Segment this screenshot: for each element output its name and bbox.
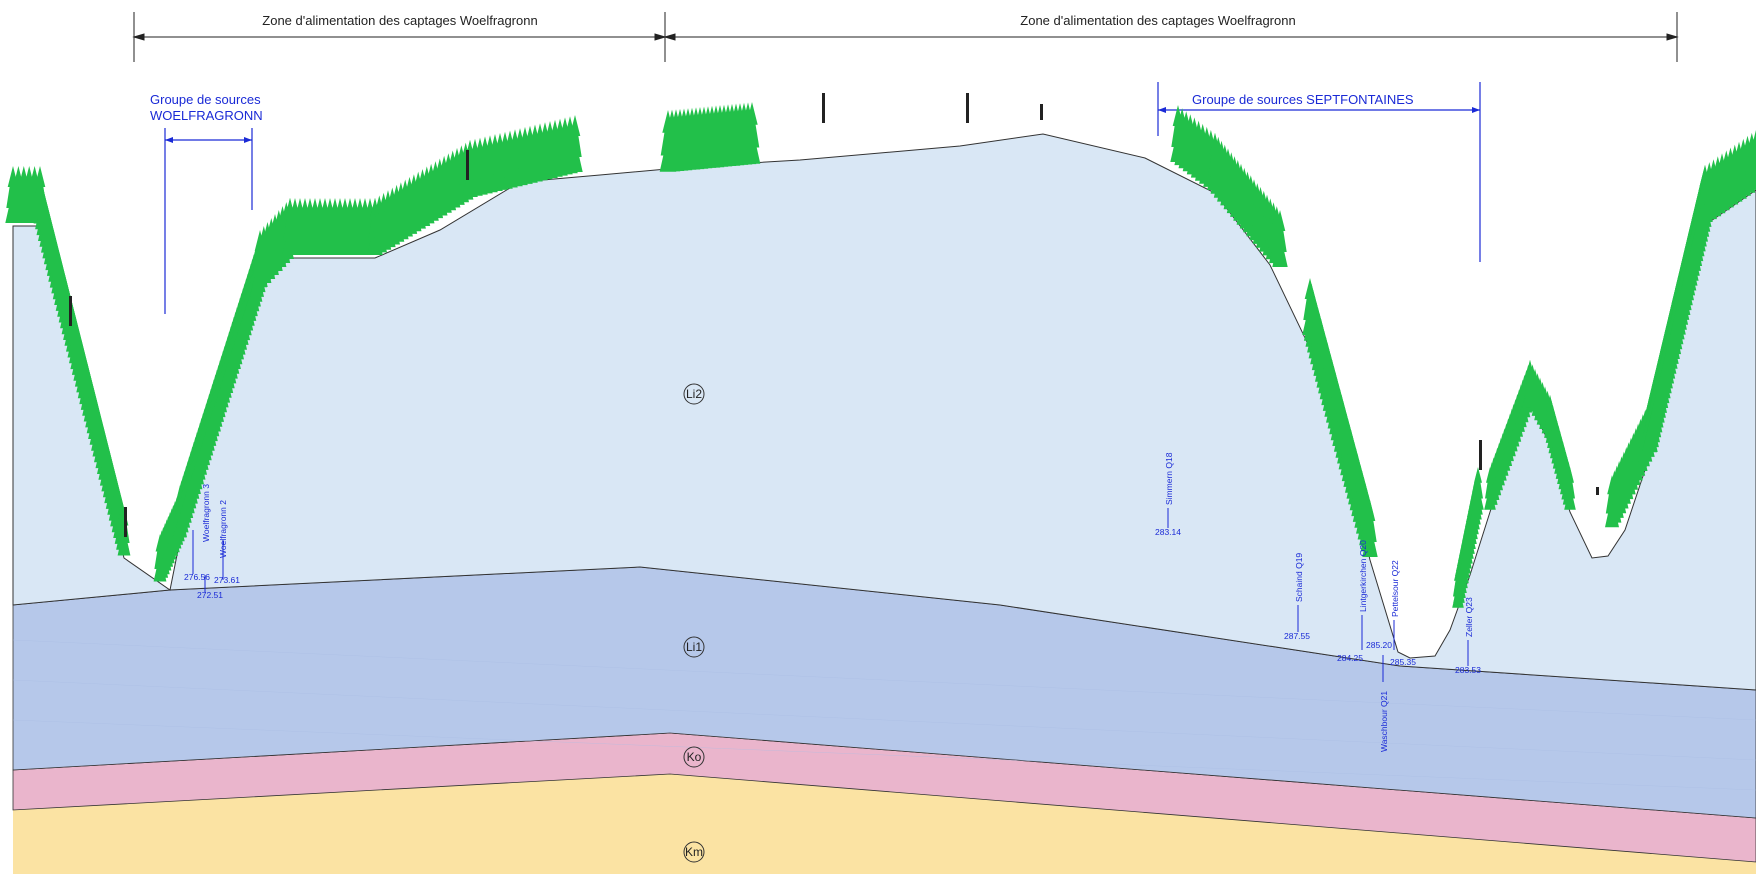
spring-woelfragronn-2-elevation: 273.61: [214, 575, 240, 585]
unit-label-li2: Li2: [683, 383, 705, 405]
spring-woelfragronn-elevation-272: 272.51: [197, 590, 223, 600]
unit-label-li1: Li1: [683, 636, 705, 658]
spring-simmern-q18-name: Simmern Q18: [1164, 452, 1174, 505]
septfontaines-group-bracket: [1157, 82, 1481, 262]
spring-lintgerkirchen-q20-elevation: 285.20: [1366, 640, 1392, 650]
spring-simmern-q18-elevation: 283.14: [1155, 527, 1181, 537]
spring-lintgerkirchen-q20-name: Lintgerkirchen Q20: [1358, 540, 1368, 612]
spring-waschbour-q21-name: Waschbour Q21: [1379, 691, 1389, 752]
svg-text:Km: Km: [685, 845, 703, 859]
svg-text:Ko: Ko: [687, 750, 702, 764]
tree: [1362, 500, 1378, 557]
unit-li2-layer: [12, 133, 1756, 691]
spring-zeller-q23-name: Zeller Q23: [1464, 597, 1474, 637]
tree: [1472, 467, 1484, 510]
septfontaines-group-label: Groupe de sources SEPTFONTAINES: [1192, 92, 1414, 107]
spring-schaind-q19-name: Schaind Q19: [1294, 553, 1304, 602]
spring-annotations: [192, 508, 1469, 682]
spring-woelfragronn-3-name: Woelfragronn 3: [201, 484, 211, 542]
tree: [1564, 467, 1576, 510]
unit-label-km: Km: [683, 841, 705, 863]
spring-schaind-q19-elevation: 287.55: [1284, 631, 1310, 641]
spring-pettelsour-q22-elevation: 285.35: [1390, 657, 1416, 667]
zone-label-right: Zone d'alimentation des captages Woelfra…: [1020, 13, 1295, 28]
unit-label-ko: Ko: [683, 746, 705, 768]
unit-km-layer: [13, 774, 1756, 874]
tree: [1748, 130, 1756, 187]
svg-text:Li2: Li2: [686, 387, 702, 401]
spring-pettelsour-q22-name: Pettelsour Q22: [1390, 560, 1400, 617]
zone-dimension-lines: [132, 12, 1679, 62]
tree: [743, 102, 761, 164]
woelfragronn-group-label-line2: WOELFRAGRONN: [150, 108, 263, 123]
zone-label-left: Zone d'alimentation des captages Woelfra…: [262, 13, 537, 28]
svg-text:Li1: Li1: [686, 640, 702, 654]
woelfragronn-group-label-line1: Groupe de sources: [150, 92, 261, 107]
vegetation-trees: [5, 102, 1756, 608]
survey-markers: [69, 93, 1599, 537]
spring-elevation-284: 284.25: [1337, 653, 1363, 663]
li1-hatching: [12, 639, 1756, 791]
tree: [1272, 210, 1288, 267]
spring-woelfragronn-2-name: Woelfragronn 2: [218, 500, 228, 558]
spring-woelfragronn-3-elevation: 276.56: [184, 572, 210, 582]
spring-zeller-q23-elevation: 283.53: [1455, 665, 1481, 675]
woelfragronn-group-bracket: [164, 128, 253, 314]
tree: [567, 115, 583, 172]
